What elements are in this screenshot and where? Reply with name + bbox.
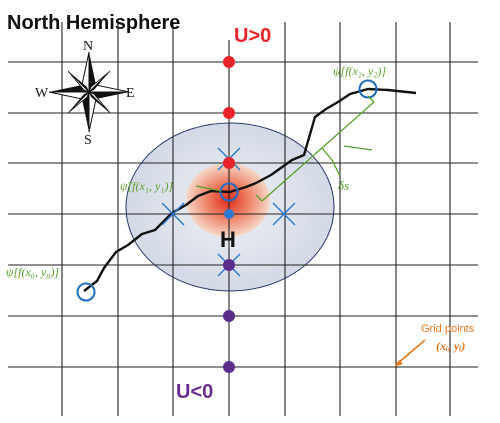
high-label: H xyxy=(220,227,236,252)
grid-points-arrow xyxy=(396,339,426,365)
u-negative-dot xyxy=(223,259,235,271)
marker-x1y1 xyxy=(219,182,239,202)
compass-west: W xyxy=(35,86,49,101)
psi-tilde-leader xyxy=(195,185,222,192)
marker-x0y0 xyxy=(76,282,96,302)
label-psi-tilde-x1y1: ψ̃[f(x₁, y₁)] xyxy=(120,179,173,193)
interpolation-crosses xyxy=(161,147,296,277)
label-delta-s: δs xyxy=(338,178,349,193)
u-negative-label: U<0 xyxy=(176,381,213,403)
label-grid-points-coord: (xᵢ, yᵢ) xyxy=(436,339,465,353)
compass-south: S xyxy=(84,133,92,148)
u-positive-dot xyxy=(223,56,235,68)
compass-rose-icon xyxy=(48,51,130,133)
u-positive-dot xyxy=(223,107,235,119)
marker-x2y2 xyxy=(358,79,378,99)
u-positive-label: U>0 xyxy=(234,25,271,47)
label-psi-x2y2: ψ[f(x₂, y₂)] xyxy=(333,64,386,78)
title: North Hemisphere xyxy=(7,12,180,34)
u-mid-dot xyxy=(224,209,234,219)
u-negative-dot xyxy=(223,361,235,373)
u-positive-dot xyxy=(223,157,235,169)
compass-east: E xyxy=(126,86,135,101)
label-psi-x0y0: ψ[f(x₀, y₀)] xyxy=(6,265,59,279)
label-grid-points: Grid points xyxy=(421,323,475,335)
u-negative-dot xyxy=(223,310,235,322)
u-dots xyxy=(223,56,235,373)
compass-north: N xyxy=(83,39,93,54)
delta-s-bracket xyxy=(255,95,375,202)
